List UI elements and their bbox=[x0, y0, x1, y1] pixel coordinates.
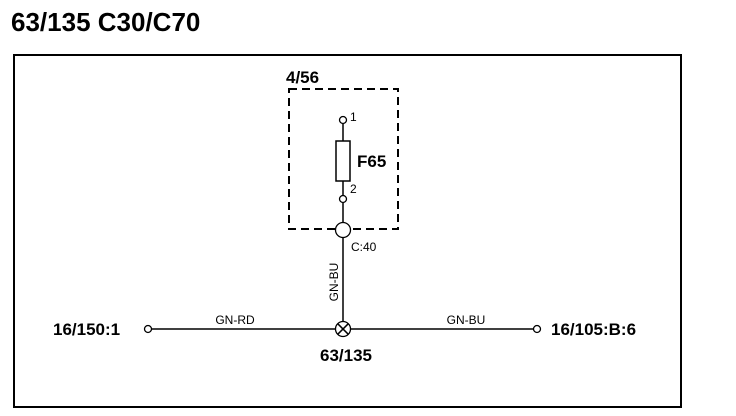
fuse-label: F65 bbox=[357, 152, 386, 171]
fuse-body bbox=[335, 140, 351, 182]
vertical-wire-color: GN-BU bbox=[327, 263, 341, 302]
left-endpoint-label: 16/150:1 bbox=[53, 320, 120, 339]
fuse-pin-1 bbox=[338, 115, 348, 125]
right-wire-color: GN-BU bbox=[447, 313, 486, 327]
left-wire-color: GN-RD bbox=[215, 313, 255, 327]
right-endpoint-label: 16/105:B:6 bbox=[551, 320, 636, 339]
module-label: 4/56 bbox=[286, 68, 319, 87]
right-endpoint-pin bbox=[532, 324, 542, 334]
diagram-frame bbox=[13, 54, 682, 408]
diagram-title: 63/135 C30/C70 bbox=[11, 7, 200, 37]
connector-c40 bbox=[334, 221, 352, 239]
ground-label: 63/135 bbox=[320, 346, 372, 365]
left-endpoint-pin bbox=[143, 324, 153, 334]
fuse-pin-1-label: 1 bbox=[350, 110, 357, 124]
ground-splice-icon bbox=[334, 320, 352, 338]
fuse-pin-2 bbox=[338, 194, 348, 204]
connector-label: C:40 bbox=[351, 240, 377, 254]
fuse-pin-2-label: 2 bbox=[350, 182, 357, 196]
